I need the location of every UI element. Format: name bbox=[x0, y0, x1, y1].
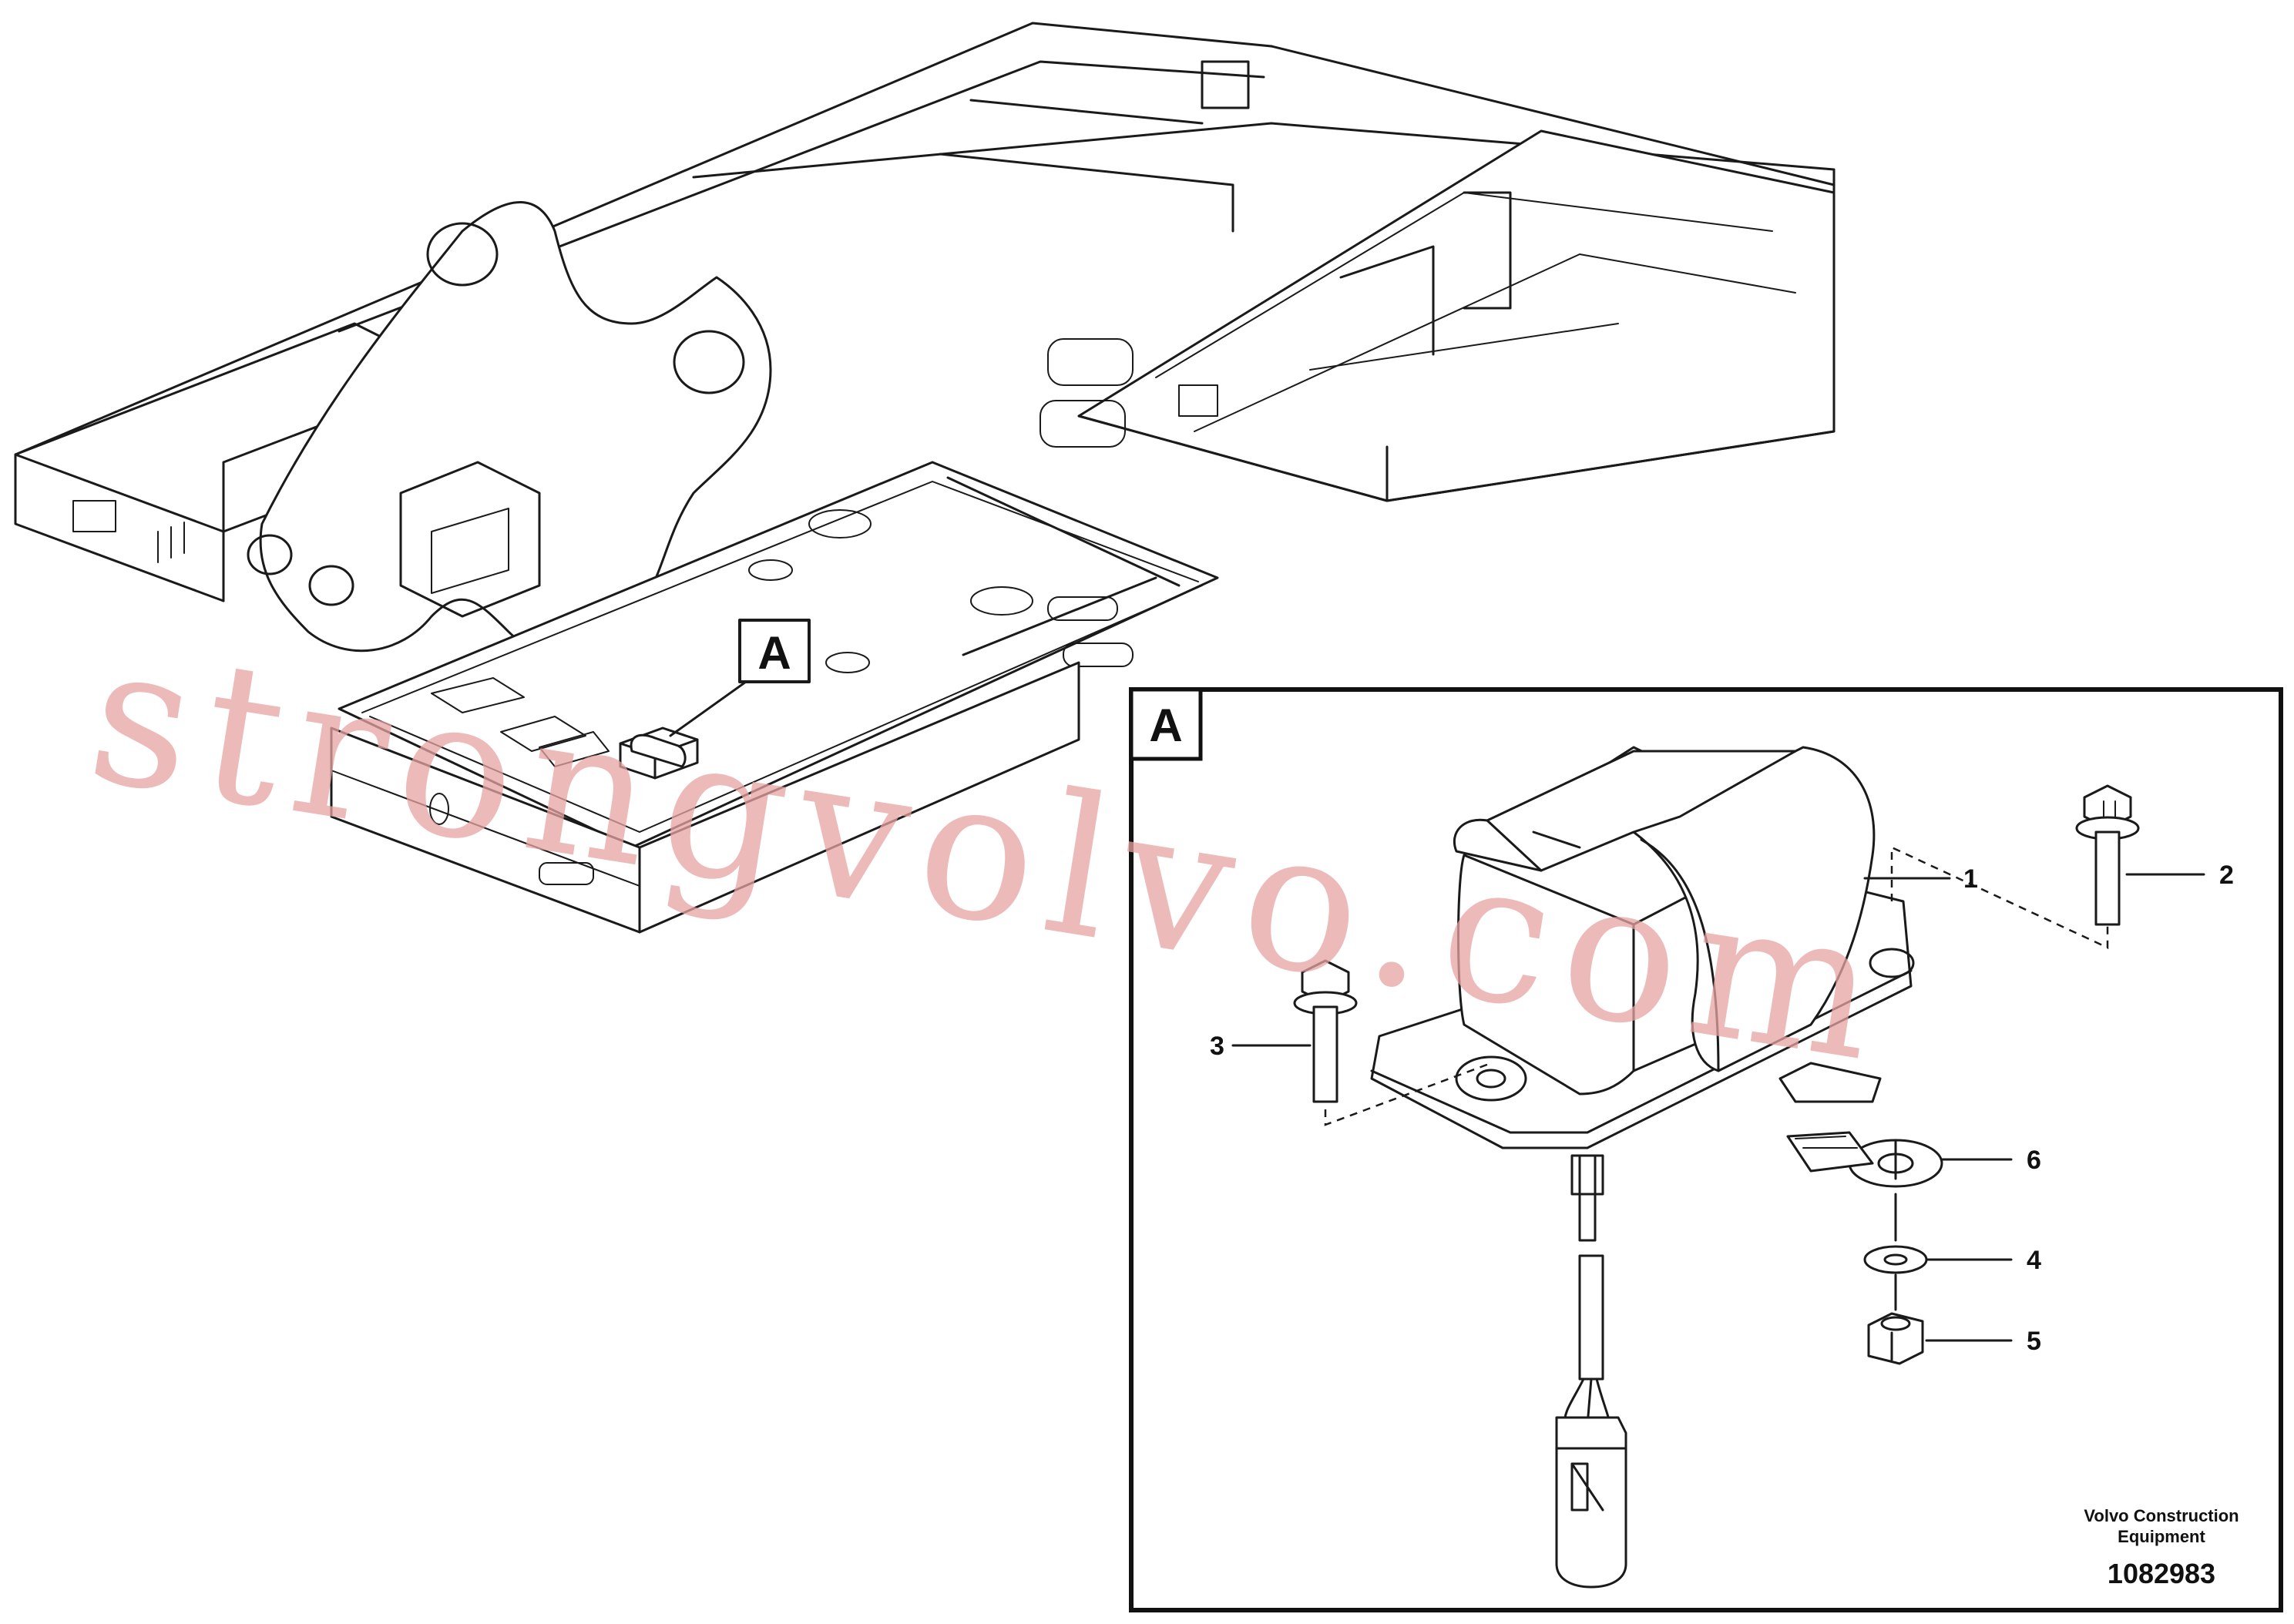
detail-box-tag bbox=[1129, 687, 1203, 761]
nut bbox=[1867, 1312, 1924, 1365]
part-2-label: 2 bbox=[2219, 861, 2234, 890]
sensor-location-marker bbox=[619, 726, 699, 780]
bolt-long bbox=[2075, 784, 2140, 926]
callout-a-main-label: A bbox=[757, 627, 791, 679]
company-name-line2: Equipment bbox=[2118, 1527, 2205, 1546]
part-5-label: 5 bbox=[2027, 1327, 2041, 1356]
detail-box-label: A bbox=[1149, 700, 1182, 751]
callout-a-main: A bbox=[738, 619, 811, 683]
drawing-footer: Volvo Construction Equipment 1082983 bbox=[2084, 1506, 2239, 1589]
assembly-lines bbox=[1324, 846, 2109, 1311]
part-4-label: 4 bbox=[2027, 1246, 2041, 1275]
part-6-label: 6 bbox=[2027, 1146, 2041, 1175]
part-labels: 1 2 3 4 5 6 bbox=[1210, 861, 2234, 1356]
callout-leader-line bbox=[669, 676, 753, 737]
part-1-label: 1 bbox=[1963, 864, 1978, 894]
tilt-sensor bbox=[1370, 746, 1943, 1589]
company-name-line1: Volvo Construction bbox=[2084, 1506, 2239, 1525]
part-3-label: 3 bbox=[1210, 1032, 1224, 1061]
bolt-short bbox=[1293, 959, 1358, 1103]
washer bbox=[1863, 1245, 1928, 1274]
drawing-number: 1082983 bbox=[2108, 1558, 2215, 1589]
